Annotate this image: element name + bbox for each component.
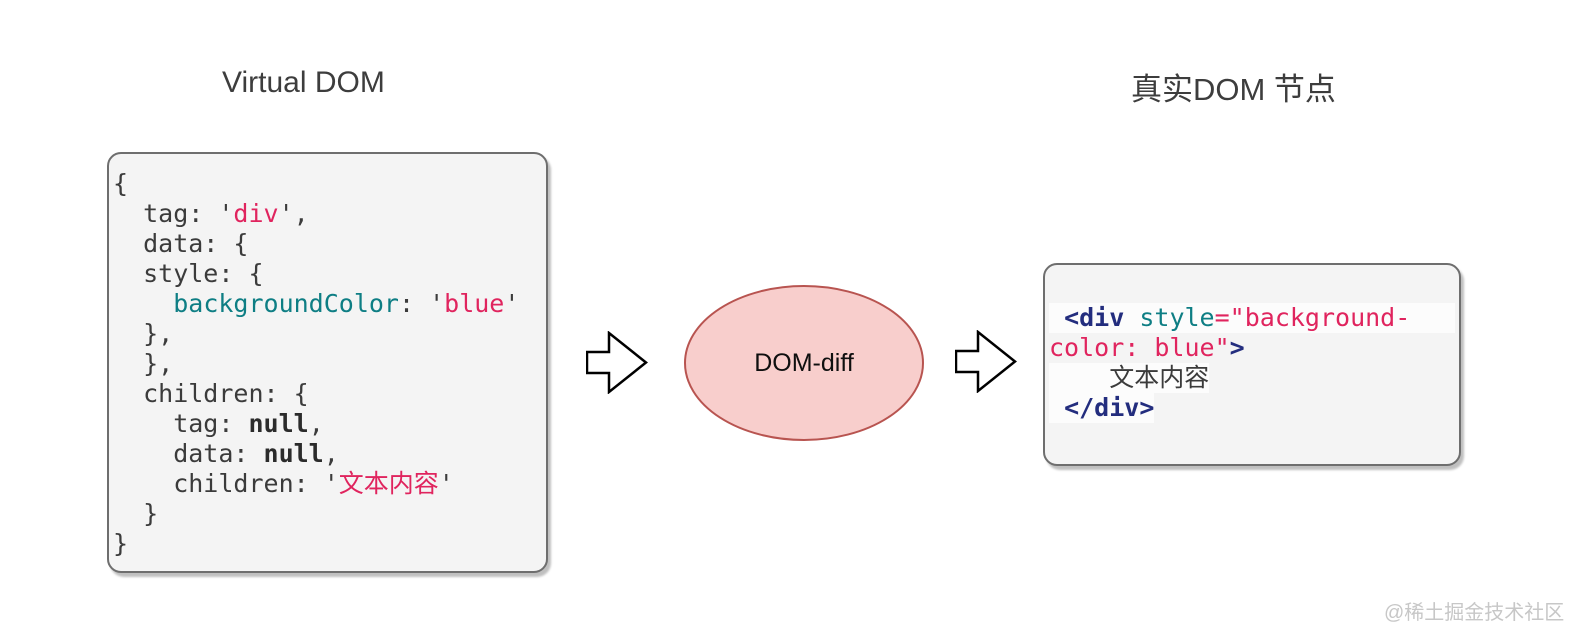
code-token: children: ' xyxy=(113,469,339,498)
code-token: } xyxy=(113,529,129,558)
code-token: , xyxy=(308,409,324,438)
real-dom-title: 真实DOM 节点 xyxy=(1131,72,1336,107)
code-token: data: { xyxy=(113,229,249,258)
code-token: tag: ' xyxy=(113,199,234,228)
flow-arrow-right-icon xyxy=(955,330,1017,393)
code-line: children: '文本内容' xyxy=(113,469,542,499)
code-token: </div> xyxy=(1064,393,1155,422)
code-token: 文本内容 xyxy=(1049,363,1210,392)
code-token: 文本内容 xyxy=(338,469,439,498)
code-line: 文本内容 xyxy=(1049,363,1455,393)
code-token: <div xyxy=(1064,303,1125,332)
code-token: }, xyxy=(113,319,174,348)
code-line: tag: null, xyxy=(113,409,542,439)
code-line: </div> xyxy=(1049,393,1455,423)
dom-diff-label: DOM-diff xyxy=(754,348,854,377)
code-token xyxy=(1049,393,1064,422)
code-token: blue xyxy=(444,289,505,318)
code-token: null xyxy=(248,409,309,438)
dom-diff-ellipse-icon xyxy=(684,285,924,441)
code-token: tag: xyxy=(113,409,249,438)
code-token: ="background- xyxy=(1214,303,1411,332)
code-token: ' xyxy=(438,469,454,498)
code-line: { xyxy=(113,169,542,199)
real-dom-code-box: <div style="background-color: blue"> 文本内… xyxy=(1043,263,1461,466)
code-line: <div style="background- xyxy=(1049,303,1455,333)
code-token: style: { xyxy=(113,259,264,288)
code-token: style xyxy=(1139,303,1215,332)
code-token: : ' xyxy=(399,289,445,318)
code-token: }, xyxy=(113,349,174,378)
code-token: ' xyxy=(504,289,520,318)
code-token: } xyxy=(113,499,159,528)
code-line: } xyxy=(113,499,542,529)
code-token: children: { xyxy=(113,379,309,408)
flow-arrow-left-icon xyxy=(586,331,648,394)
code-line: color: blue"> xyxy=(1049,333,1455,363)
code-token: data: xyxy=(113,439,264,468)
code-token: backgroundColor xyxy=(173,289,399,318)
code-token: ', xyxy=(278,199,309,228)
dom-diff-node: DOM-diff xyxy=(683,284,925,442)
code-line: }, xyxy=(113,319,542,349)
code-token: > xyxy=(1229,333,1245,362)
code-token xyxy=(1049,303,1064,332)
virtual-dom-code-box: { tag: 'div', data: { style: { backgroun… xyxy=(107,152,548,573)
code-line: children: { xyxy=(113,379,542,409)
code-line: }, xyxy=(113,349,542,379)
code-token: null xyxy=(263,439,324,468)
watermark: @稀土掘金技术社区 xyxy=(1384,602,1565,624)
code-line: backgroundColor: 'blue' xyxy=(113,289,542,319)
code-line: } xyxy=(113,529,542,559)
code-token xyxy=(113,289,173,318)
code-line: data: null, xyxy=(113,439,542,469)
code-line: data: { xyxy=(113,229,542,259)
code-token: color: blue" xyxy=(1049,333,1230,362)
code-token: { xyxy=(113,169,129,198)
virtual-dom-title: Virtual DOM xyxy=(222,66,385,99)
code-token xyxy=(1124,303,1139,332)
code-token: , xyxy=(323,439,339,468)
code-line: style: { xyxy=(113,259,542,289)
code-token: div xyxy=(233,199,279,228)
code-line: tag: 'div', xyxy=(113,199,542,229)
